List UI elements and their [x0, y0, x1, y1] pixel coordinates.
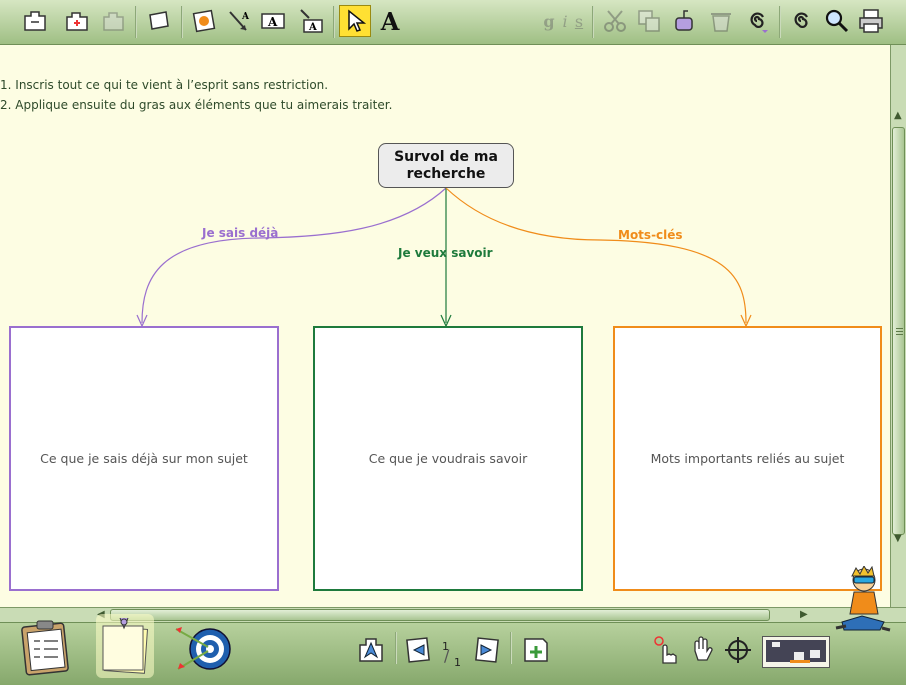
pan-hand-icon[interactable]	[688, 634, 718, 666]
page-slash: /	[444, 646, 450, 665]
target-goals-icon[interactable]	[172, 619, 234, 677]
copy-icon[interactable]	[634, 6, 664, 36]
instruction-line-1: 1. Inscris tout ce qui te vient à l’espr…	[0, 78, 328, 92]
page-current: 1	[442, 640, 449, 653]
box-want-to-know-text: Ce que je voudrais savoir	[368, 451, 528, 466]
puzzle-arrange-icon[interactable]	[20, 6, 50, 36]
box-want-to-know[interactable]: Ce que je voudrais savoir	[313, 326, 583, 591]
bold-glyph: g	[543, 11, 555, 31]
italic-style-button[interactable]: i	[556, 6, 574, 36]
toolbar-separator	[779, 6, 781, 38]
instruction-text: Applique ensuite du gras aux éléments qu…	[15, 98, 393, 112]
page-indicator: 1 / 1	[440, 640, 464, 670]
scroll-down-icon[interactable]: ▼	[894, 533, 902, 544]
grip-line	[896, 334, 903, 335]
instruction-line-2: 2. Applique ensuite du gras aux éléments…	[0, 98, 392, 112]
toolbar-separator	[592, 6, 594, 38]
page-total: 1	[454, 656, 461, 669]
grip-line	[896, 328, 903, 329]
scroll-up-icon[interactable]: ▲	[894, 110, 902, 121]
link-label-mots-cles[interactable]: Mots-clés	[618, 228, 683, 242]
scissors-icon[interactable]	[600, 6, 630, 36]
crosshair-center-icon[interactable]	[722, 634, 754, 666]
link-label-je-sais[interactable]: Je sais déjà	[202, 226, 279, 240]
trash-icon[interactable]	[706, 6, 736, 36]
spiral-icon[interactable]	[786, 6, 816, 36]
image-icon[interactable]	[189, 6, 219, 36]
paste-glue-icon[interactable]	[670, 6, 700, 36]
home-map-icon[interactable]	[355, 634, 387, 666]
svg-text:A: A	[267, 15, 278, 29]
svg-text:A: A	[241, 12, 250, 22]
root-node-label: Survol de ma recherche	[394, 148, 498, 182]
toolbar-separator	[181, 6, 183, 38]
toolbar-separator	[510, 632, 512, 664]
add-page-icon[interactable]	[520, 634, 552, 666]
svg-text:A: A	[308, 22, 317, 33]
puzzle-remove-icon[interactable]	[98, 6, 128, 36]
text-tool-glyph: A	[380, 6, 400, 36]
main-toolbar: A A A A g i s	[0, 0, 906, 45]
link-line-mots-cles	[445, 187, 747, 324]
link-line-je-sais	[141, 187, 447, 324]
link-label-je-veux[interactable]: Je veux savoir	[398, 246, 493, 260]
puzzle-add-icon[interactable]	[62, 6, 92, 36]
toolbar-separator	[395, 632, 397, 664]
italic-glyph: i	[562, 11, 568, 31]
sticky-notes-icon[interactable]	[96, 614, 154, 678]
box-known-text: Ce que je sais déjà sur mon sujet	[40, 451, 248, 466]
scroll-right-icon[interactable]: ▶	[800, 609, 808, 620]
instruction-number: 2.	[0, 98, 12, 112]
grip-line	[896, 331, 903, 332]
select-arrow-icon[interactable]	[339, 5, 371, 37]
root-node[interactable]: Survol de ma recherche	[378, 143, 514, 188]
vertical-scroll-thumb[interactable]	[892, 127, 905, 535]
horizontal-scrollbar[interactable]: ◀ ▶	[0, 607, 906, 622]
mind-map-canvas[interactable]: 1. Inscris tout ce qui te vient à l’espr…	[0, 45, 890, 607]
overview-map-icon[interactable]	[762, 636, 830, 668]
text-tool-icon[interactable]: A	[375, 6, 405, 36]
bold-style-button[interactable]: g	[540, 6, 558, 36]
search-icon[interactable]	[822, 6, 852, 36]
print-icon[interactable]	[856, 6, 886, 36]
box-keywords[interactable]: Mots importants reliés au sujet	[613, 326, 882, 591]
underline-style-button[interactable]: s	[570, 6, 588, 36]
note-icon[interactable]	[144, 6, 174, 36]
instruction-text: Inscris tout ce qui te vient à l’esprit …	[15, 78, 329, 92]
pointer-hand-icon[interactable]	[652, 634, 682, 666]
vertical-scrollbar[interactable]: ▲ ▼	[890, 45, 906, 607]
linked-text-box-icon[interactable]: A	[296, 6, 326, 36]
toolbar-separator	[135, 6, 137, 38]
mascot-character-icon	[832, 566, 892, 636]
text-box-icon[interactable]: A	[258, 6, 288, 36]
link-tool-icon[interactable]: A	[224, 6, 254, 36]
underline-glyph: s	[574, 11, 584, 31]
toolbar-separator	[333, 6, 335, 38]
previous-page-icon[interactable]	[403, 634, 435, 666]
box-keywords-text: Mots importants reliés au sujet	[650, 451, 845, 466]
instruction-number: 1.	[0, 78, 12, 92]
spiral-menu-icon[interactable]	[742, 6, 772, 36]
box-known[interactable]: Ce que je sais déjà sur mon sujet	[9, 326, 279, 591]
clipboard-checklist-icon[interactable]	[18, 617, 74, 677]
next-page-icon[interactable]	[470, 634, 502, 666]
